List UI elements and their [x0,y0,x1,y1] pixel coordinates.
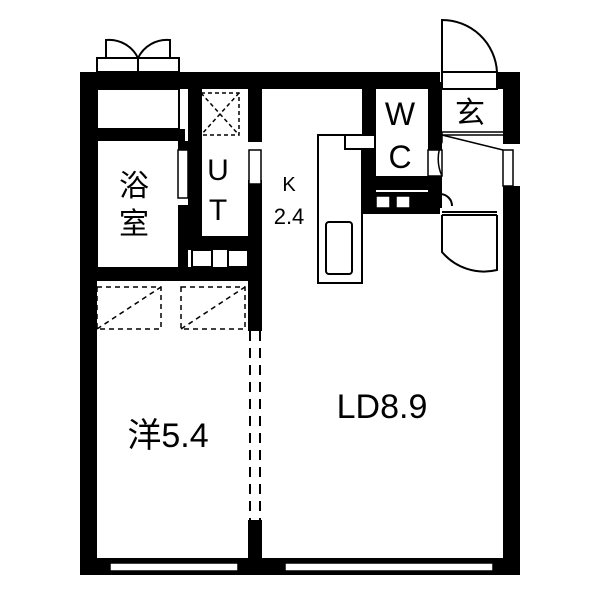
utility-door[interactable] [248,149,262,185]
wall-right-lower [503,186,520,575]
entrance-threshold [437,131,504,177]
utility-label: U [207,154,229,187]
bath-door[interactable] [177,149,189,199]
bath-label: 浴 [119,170,149,203]
utility-small-blocks [191,249,249,268]
utility-walls [188,82,262,281]
room-partition [248,281,262,575]
kitchen-label: K [282,174,296,196]
window-pane-upper-left [96,88,180,130]
wall-top-middle [178,72,440,89]
kitchen-counter [317,134,376,284]
toilet-label-2: C [388,139,411,175]
washer-space [200,92,240,136]
wall-top-left [80,72,178,89]
entrance-door[interactable] [441,18,498,90]
bath-label-2: 室 [119,208,149,241]
western-room-label: 洋5.4 [127,417,208,455]
french-window [105,38,171,59]
entrance-side-window [502,149,514,187]
closet-door[interactable] [439,193,498,273]
bottom-windows [109,562,494,572]
toilet-label: W [385,96,416,132]
kitchen-size: 2.4 [274,204,305,229]
wall-right-upper [503,72,520,144]
western-room-closet [96,286,246,330]
wall-under-window [88,129,185,141]
toilet-openings [375,195,411,209]
entrance-label: 玄 [455,97,485,130]
utility-label-2: T [209,194,227,227]
top-window-upper [96,57,180,73]
ld-room-label: LD8.9 [337,388,428,426]
exterior-walls [80,72,520,575]
